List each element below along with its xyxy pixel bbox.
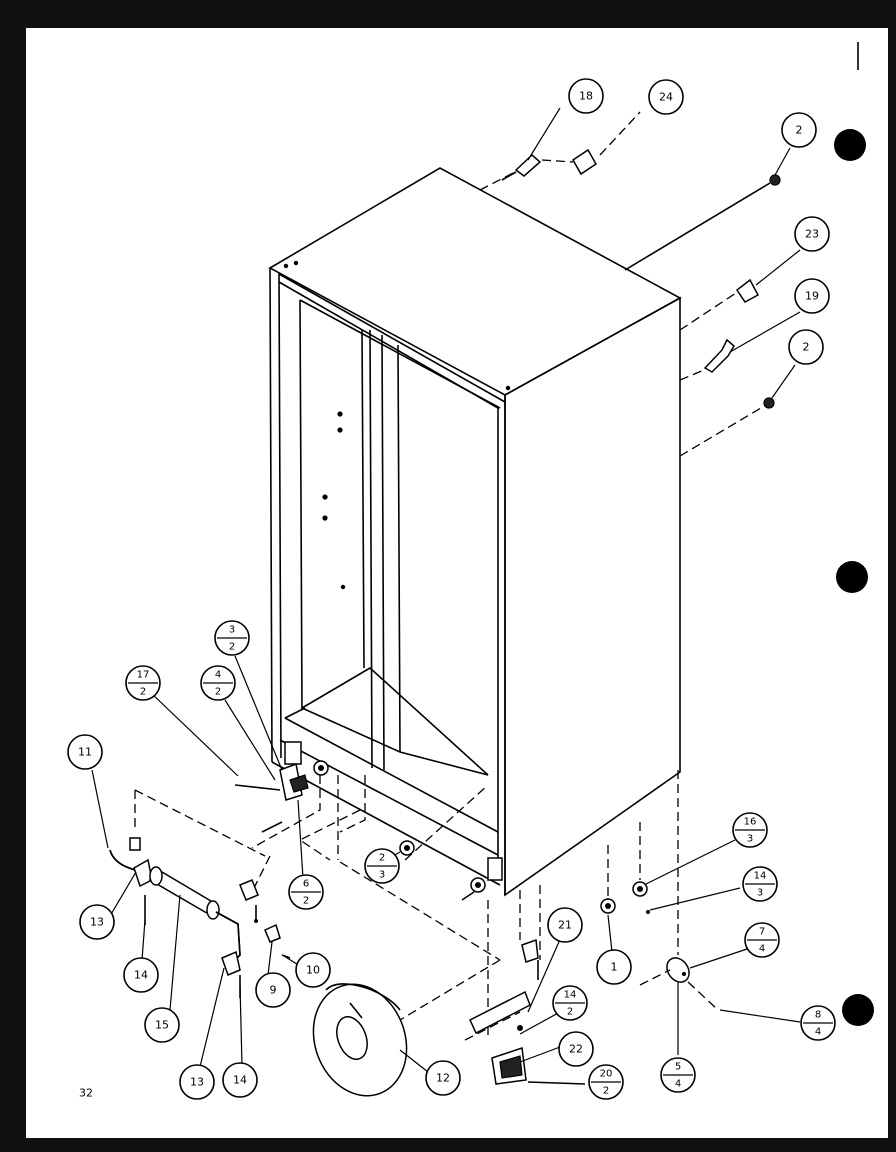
callout-20-over-2: 20 2	[588, 1064, 624, 1100]
svg-text:14: 14	[754, 871, 767, 882]
bottom-right-parts	[464, 770, 801, 1085]
callout-18: 18	[568, 78, 604, 114]
svg-text:19: 19	[805, 290, 819, 303]
svg-text:4: 4	[815, 1027, 821, 1038]
callout-17-over-2: 17 2	[125, 665, 161, 701]
svg-text:2: 2	[803, 341, 810, 354]
svg-text:13: 13	[90, 916, 104, 929]
callout-16-over-3: 16 3	[732, 812, 768, 848]
svg-text:1: 1	[611, 961, 618, 974]
roller-5	[666, 957, 690, 983]
svg-text:15: 15	[155, 1019, 169, 1032]
svg-text:3: 3	[757, 888, 763, 899]
svg-text:2: 2	[603, 1086, 609, 1097]
cap-2-top	[769, 174, 781, 186]
plug-18	[514, 153, 542, 177]
svg-text:14: 14	[134, 969, 148, 982]
svg-text:4: 4	[759, 944, 765, 955]
callout-13-right: 13	[179, 1064, 215, 1100]
svg-text:14: 14	[233, 1074, 247, 1087]
callout-12: 12	[425, 1060, 461, 1096]
callout-1: 1	[596, 949, 632, 985]
svg-text:22: 22	[569, 1043, 583, 1056]
svg-text:2: 2	[140, 687, 146, 698]
svg-text:2: 2	[796, 124, 803, 137]
callout-3-over-2: 32	[214, 620, 250, 656]
punch-hole-bottom	[842, 994, 874, 1026]
callout-19: 19	[794, 278, 830, 314]
drain-pan-12	[312, 983, 408, 1097]
refrigerator-cabinet	[268, 167, 682, 897]
svg-text:20: 20	[600, 1069, 613, 1080]
svg-text:6: 6	[303, 879, 309, 890]
callout-14-over-2: 14 2	[552, 985, 588, 1021]
bushing-24	[572, 148, 597, 176]
callout-6-over-2: 62	[288, 874, 324, 910]
punch-hole-top	[834, 129, 866, 161]
callout-4-over-2: 42	[200, 665, 236, 701]
svg-text:8: 8	[815, 1010, 821, 1021]
svg-text:24: 24	[659, 91, 673, 104]
callout-14-over-3: 14 3	[742, 866, 778, 902]
callout-24: 24	[648, 79, 684, 115]
callout-21: 21	[547, 907, 583, 943]
svg-text:3: 3	[747, 834, 753, 845]
page-number: 32	[79, 1087, 93, 1100]
callout-23: 23	[794, 216, 830, 252]
callout-9: 9	[255, 972, 291, 1008]
svg-text:2: 2	[379, 853, 385, 864]
svg-text:17: 17	[137, 670, 150, 681]
svg-text:9: 9	[270, 984, 277, 997]
svg-text:2: 2	[215, 687, 221, 698]
top-fasteners	[479, 111, 801, 457]
svg-text:21: 21	[558, 919, 572, 932]
svg-text:4: 4	[675, 1079, 681, 1090]
callout-11: 11	[67, 734, 103, 770]
cap-2-right	[763, 397, 775, 409]
plate-21	[469, 990, 531, 1035]
svg-text:12: 12	[436, 1072, 450, 1085]
clip-13-right	[221, 950, 241, 976]
svg-text:2: 2	[567, 1007, 573, 1018]
punch-hole-middle	[836, 561, 868, 593]
svg-text:2: 2	[229, 642, 235, 653]
callout-14-right: 14	[222, 1062, 258, 1098]
svg-text:11: 11	[78, 746, 92, 759]
svg-text:3: 3	[379, 870, 385, 881]
svg-text:5: 5	[675, 1062, 681, 1073]
hinge-19	[703, 338, 735, 373]
callout-15: 15	[144, 1007, 180, 1043]
callout-10: 10	[295, 952, 331, 988]
svg-text:18: 18	[579, 90, 593, 103]
callout-8-over-4: 84	[800, 1005, 836, 1041]
svg-text:2: 2	[303, 896, 309, 907]
callout-7-over-4: 74	[744, 922, 780, 958]
paper-sheet	[26, 28, 888, 1138]
svg-text:4: 4	[215, 670, 221, 681]
callout-22: 22	[558, 1031, 594, 1067]
bottom-left-parts	[109, 760, 501, 1097]
svg-text:7: 7	[759, 927, 765, 938]
svg-text:3: 3	[229, 625, 235, 636]
svg-text:16: 16	[744, 817, 757, 828]
svg-text:23: 23	[805, 228, 819, 241]
callout-14-left: 14	[123, 957, 159, 993]
callout-2-right: 2	[788, 329, 824, 365]
svg-text:13: 13	[190, 1076, 204, 1089]
callout-2-over-3: 23	[364, 848, 400, 884]
callout-5-over-4: 54	[660, 1057, 696, 1093]
svg-text:10: 10	[306, 964, 320, 977]
callout-2-top: 2	[781, 112, 817, 148]
bushing-23	[735, 278, 760, 303]
callout-13-left: 13	[79, 904, 115, 940]
svg-text:14: 14	[564, 990, 577, 1001]
